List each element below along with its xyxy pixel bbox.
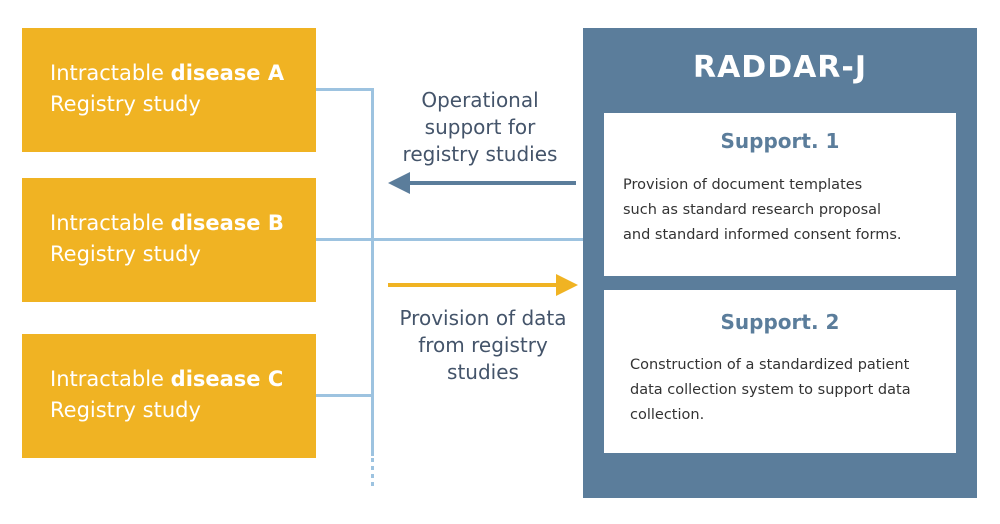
study-prefix: Intractable [50,61,171,85]
raddar-j-title: RADDAR-J [692,50,868,85]
arrow-right-icon [388,274,578,296]
study-disease-name: disease C [170,367,284,391]
study-box-disease-c: Intractable disease C Registry study [22,334,316,458]
study-box-disease-a: Intractable disease A Registry study [22,28,316,152]
study-subtitle: Registry study [50,92,201,116]
study-disease-name: disease A [170,61,285,85]
study-prefix: Intractable [50,367,171,391]
operational-support-label: Operational support for registry studies [402,88,558,166]
study-disease-name: disease B [170,211,284,235]
study-subtitle: Registry study [50,242,201,266]
connector-trunk [371,88,374,456]
connector-c [316,394,373,397]
support-1-box: Support. 1 Provision of document templat… [604,113,956,276]
connector-continuation-dots [371,458,374,486]
support-1-title: Support. 1 [720,129,840,153]
connector-a [316,88,373,91]
support-2-box: Support. 2 Construction of a standardize… [604,290,956,453]
arrow-left-icon [388,172,576,194]
connector-b [316,238,583,241]
study-prefix: Intractable [50,211,171,235]
data-provision-label: Provision of data from registry studies [399,306,567,384]
support-2-title: Support. 2 [720,310,840,334]
support-2-description: Construction of a standardized patient d… [630,357,911,423]
raddar-j-panel: RADDAR-J Support. 1 Provision of documen… [583,28,977,498]
study-subtitle: Registry study [50,398,201,422]
support-1-description: Provision of document templates such as … [623,177,902,243]
study-box-disease-b: Intractable disease B Registry study [22,178,316,302]
